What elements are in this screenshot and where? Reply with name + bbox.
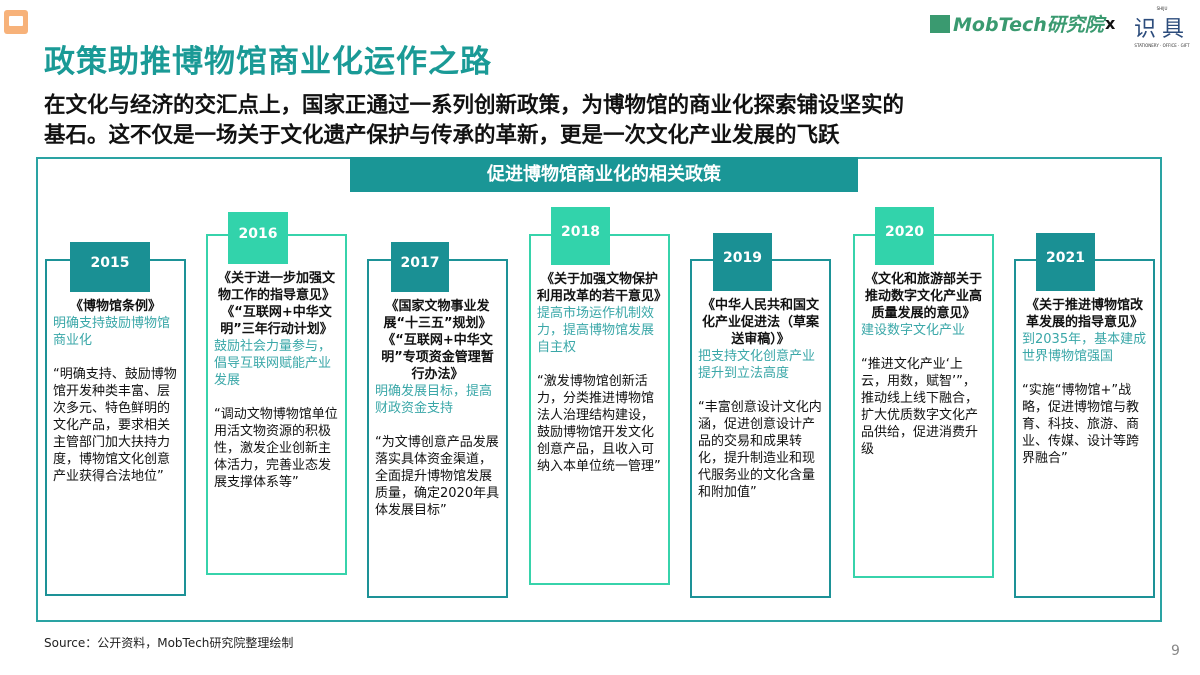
year-tab-2021: 2021 [1036,233,1095,291]
policy-highlight: 建设数字文化产业 [861,323,966,338]
policy-card-2018: 《关于加强文物保护利用改革的若干意见》 提高市场运作机制效力，提高博物馆发展自主… [529,234,670,585]
comment-icon[interactable] [4,10,28,34]
section-header: 促进博物馆商业化的相关政策 [350,157,858,192]
partner-logo-top: SHIJU [1156,6,1168,11]
policy-title: 《国家文物事业发展“十三五”规划》《“互联网+中华文明”专项资金管理暂行办法》 [381,299,494,382]
policy-highlight: 明确支持鼓励博物馆商业化 [53,316,171,348]
policy-quote: “激发博物馆创新活力，分类推进博物馆法人治理结构建设，鼓励博物馆开发文化创意产品… [537,374,661,474]
year-tab-2019: 2019 [713,233,772,291]
mobtech-logo: MobTech研究院 [930,10,1104,37]
policy-quote: “推进文化产业‘上云，用数，赋智’”，推动线上线下融合，扩大优质数字文化产品供给… [861,357,979,457]
policy-highlight: 到2035年，基本建成世界博物馆强国 [1022,332,1147,364]
policy-card-2019: 《中华人民共和国文化产业促进法（草案送审稿）》 把支持文化创意产业提升到立法高度… [690,259,831,598]
policy-quote: “调动文物博物馆单位用活文物资源的积极性，激发企业创新主体活力，完善业态发展支撑… [214,407,338,490]
policy-title: 《文化和旅游部关于推动数字文化产业高质量发展的意见》 [864,272,982,321]
policy-highlight: 提高市场运作机制效力，提高博物馆发展自主权 [537,306,655,355]
source-note: Source：公开资料，MobTech研究院整理绘制 [44,636,294,650]
policy-card-2017: 《国家文物事业发展“十三五”规划》《“互联网+中华文明”专项资金管理暂行办法》 … [367,259,508,598]
policy-title: 《关于推进博物馆改革发展的指导意见》 [1025,298,1143,330]
year-tab-2015: 2015 [70,242,150,292]
policy-highlight: 明确发展目标，提高财政资金支持 [375,384,493,416]
policy-card-2020: 《文化和旅游部关于推动数字文化产业高质量发展的意见》 建设数字文化产业 “推进文… [853,234,994,578]
policy-quote: “实施“博物馆+”战略，促进博物馆与教育、科技、旅游、商业、传媒、设计等跨界融合… [1022,383,1140,466]
mobtech-logo-text: MobTech研究院 [953,14,1104,36]
page-number: 9 [1171,643,1180,659]
policy-title: 《关于进一步加强文物工作的指导意见》《“互联网+中华文明”三年行动计划》 [217,271,335,337]
policy-quote: “丰富创意设计文化内涵，促进创意设计产品的交易和成果转化，提升制造业和现代服务业… [698,400,822,500]
year-tab-2017: 2017 [391,242,449,292]
policy-quote: “为文博创意产品发展落实具体资金渠道，全面提升博物馆发展质量，确定2020年具体… [375,435,500,518]
policy-card-2015: 《博物馆条例》 明确支持鼓励博物馆商业化 “明确支持、鼓励博物馆开发种类丰富、层… [45,259,186,596]
subtitle-line-1: 在文化与经济的交汇点上，国家正通过一系列创新政策，为博物馆的商业化探索铺设坚实的 [44,93,905,118]
partner-logo-text: 识具 [1134,17,1191,42]
policy-highlight: 把支持文化创意产业提升到立法高度 [698,349,816,381]
page-title: 政策助推博物馆商业化运作之路 [44,44,492,80]
year-tab-2018: 2018 [551,207,610,265]
building-icon [930,15,950,33]
policy-title: 《关于加强文物保护利用改革的若干意见》 [537,272,668,304]
policy-title: 《中华人民共和国文化产业促进法（草案送审稿）》 [701,298,819,347]
policy-card-2016: 《关于进一步加强文物工作的指导意见》《“互联网+中华文明”三年行动计划》 鼓励社… [206,234,347,575]
logo-cross: x [1105,14,1116,33]
partner-logo-bottom: STATIONERY · OFFICE · GIFT [1134,43,1190,48]
policy-card-2021: 《关于推进博物馆改革发展的指导意见》 到2035年，基本建成世界博物馆强国 “实… [1014,259,1155,598]
year-tab-2016: 2016 [228,212,288,264]
policy-title: 《博物馆条例》 [69,299,161,314]
policy-highlight: 鼓励社会力量参与，倡导互联网赋能产业发展 [214,339,332,388]
partner-logo: SHIJU 识具 STATIONERY · OFFICE · GIFT [1134,6,1190,48]
policy-quote: “明确支持、鼓励博物馆开发种类丰富、层次多元、特色鲜明的文化产品，要求相关主管部… [53,367,177,484]
subtitle-line-2: 基石。这不仅是一场关于文化遗产保护与传承的革新，更是一次文化产业发展的飞跃 [44,123,840,148]
year-tab-2020: 2020 [875,207,934,265]
